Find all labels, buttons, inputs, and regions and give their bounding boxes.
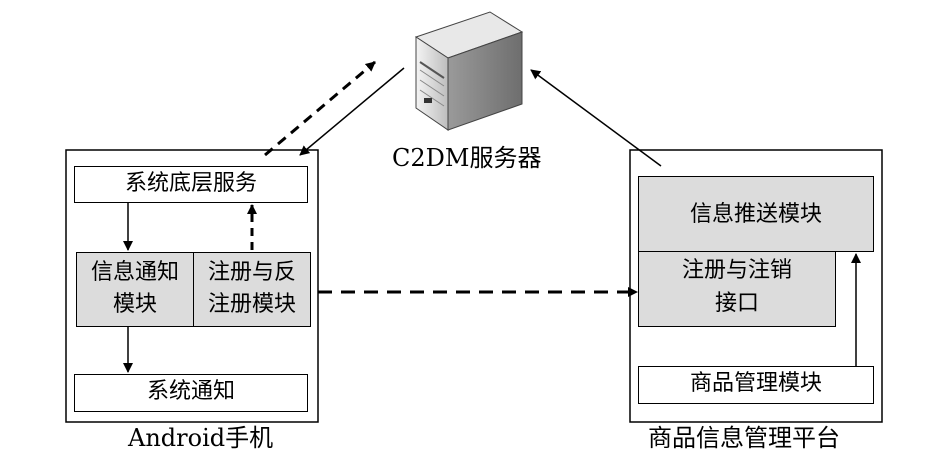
server-to-android-arrow — [299, 67, 405, 156]
register-interface-line1: 注册与注销 — [681, 258, 792, 283]
platform-frame — [629, 149, 883, 423]
push-module-box: 信息推送模块 — [638, 176, 874, 252]
goods-module-label: 商品管理模块 — [689, 371, 822, 396]
system-notify-label: 系统通知 — [146, 379, 235, 404]
system-notify-box: 系统通知 — [74, 374, 308, 412]
android-to-server-dashed-arrow — [264, 60, 376, 157]
system-service-box: 系统底层服务 — [74, 166, 308, 203]
register-module-line2: 注册模块 — [207, 292, 296, 317]
platform-to-server-arrow — [530, 69, 662, 167]
push-module-label: 信息推送模块 — [689, 202, 822, 227]
notify-module-line1: 信息通知 — [90, 260, 179, 285]
register-module-line1: 注册与反 — [207, 260, 296, 285]
platform-caption: 商品信息管理平台 — [648, 424, 840, 452]
goods-module-box: 商品管理模块 — [638, 366, 874, 404]
system-service-label: 系统底层服务 — [124, 171, 257, 196]
notify-module-line2: 模块 — [112, 292, 157, 317]
server-label: C2DM服务器 — [392, 144, 542, 172]
android-frame — [65, 149, 319, 423]
register-interface-box: 注册与注销 接口 — [638, 251, 836, 327]
register-interface-line2: 接口 — [714, 291, 759, 316]
register-module-box: 注册与反 注册模块 — [193, 252, 311, 327]
notify-module-box: 信息通知 模块 — [76, 252, 194, 327]
server-icon — [414, 11, 524, 131]
android-caption: Android手机 — [128, 424, 274, 452]
